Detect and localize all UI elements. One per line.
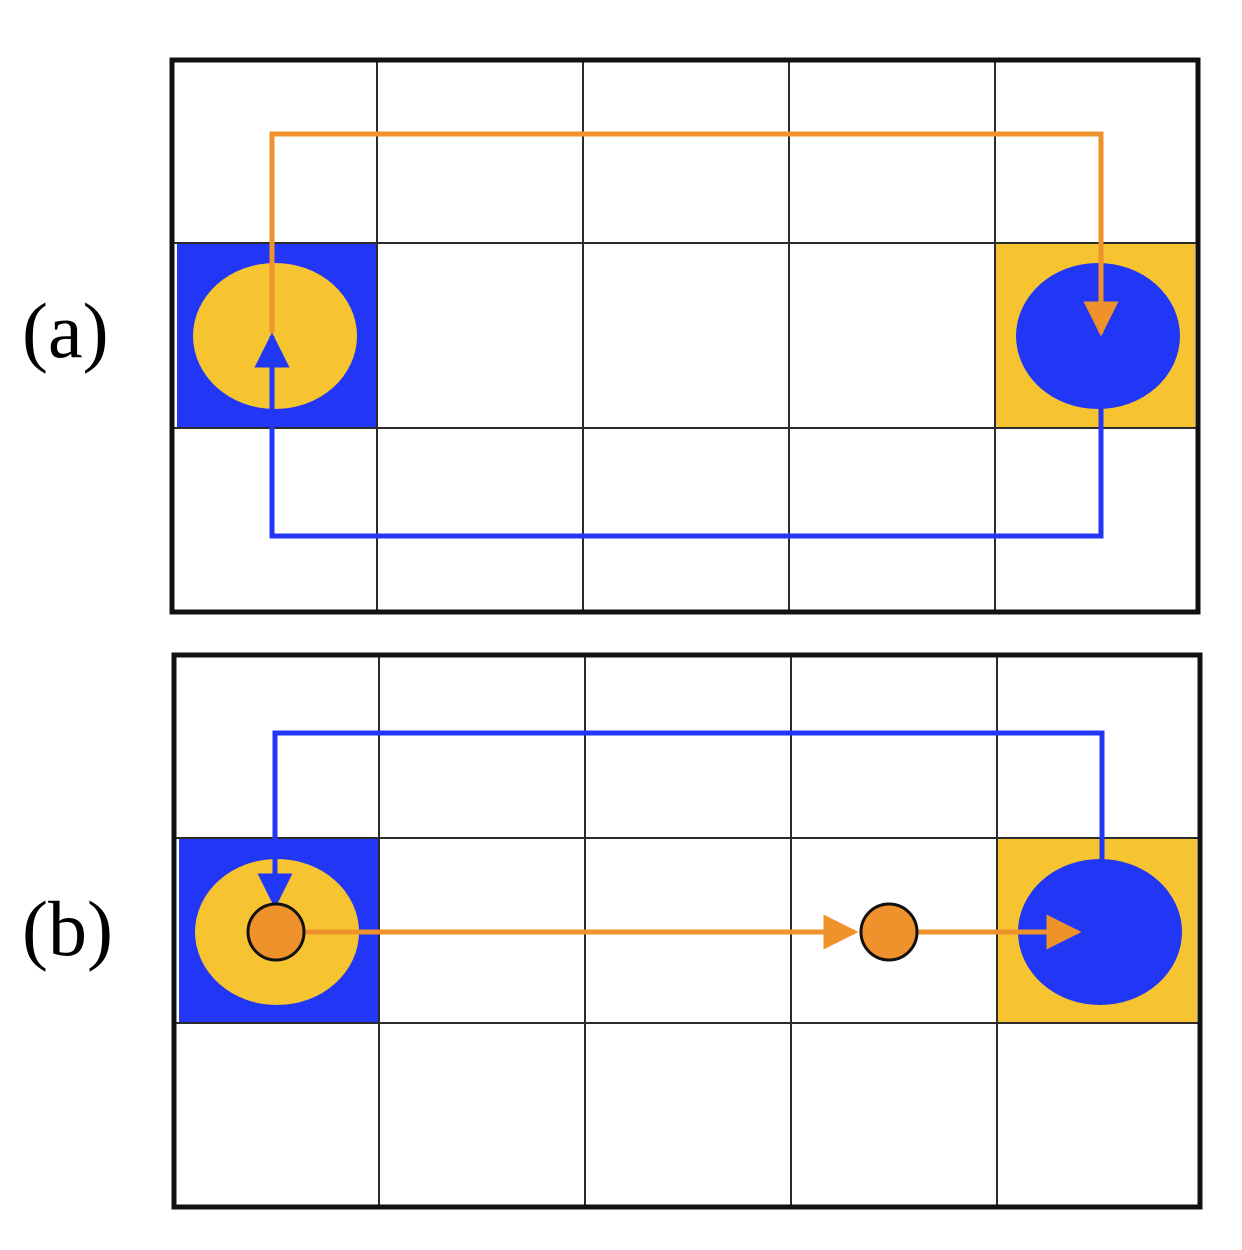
panel-b-small-orange-circle-start [246, 902, 306, 962]
panel-a-yellow-circle [193, 263, 357, 409]
panel-a-blue-arrow [254, 332, 1104, 539]
panel-b-blue-arrow [257, 730, 1105, 932]
panel-b-border [171, 652, 1203, 1210]
panel-a-orange-arrow [269, 131, 1119, 337]
panel-a-border [169, 57, 1201, 615]
panel-b-small-orange-circle-mid [859, 902, 919, 962]
panel-a [169, 57, 1201, 615]
panel-a-grid [172, 60, 1198, 612]
panel-b [171, 652, 1203, 1210]
panel-a-blue-circle [1016, 263, 1180, 409]
panel-label-b: (b) [22, 885, 113, 972]
panel-label-a: (a) [22, 287, 109, 374]
